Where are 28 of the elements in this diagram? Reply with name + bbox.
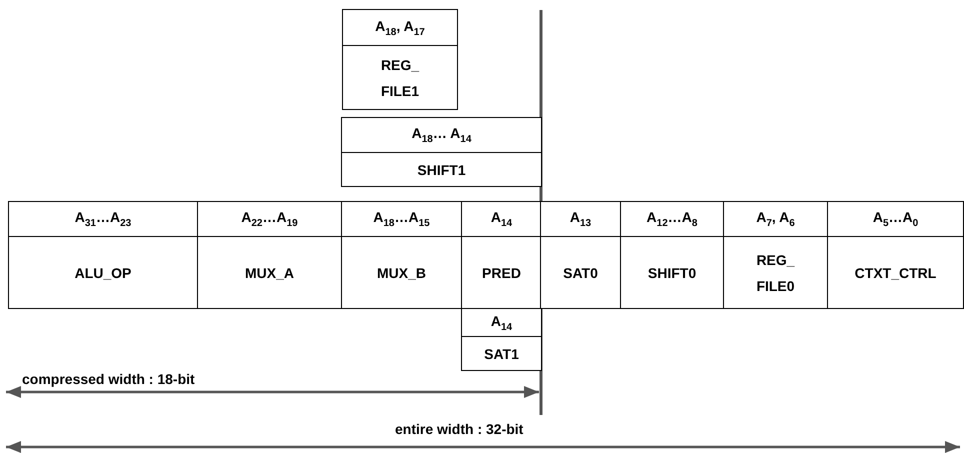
bit-field: [540, 201, 621, 309]
field-name: SHIFT1: [416, 160, 467, 180]
field-name: REG_ FILE1: [380, 56, 420, 100]
field-name: ALU_OP: [74, 264, 132, 282]
bit-range: A$_{14}$: [462, 309, 541, 337]
bit-field: [197, 201, 342, 309]
field-name: PRED: [481, 264, 522, 282]
width-label: compressed width : 18-bit: [22, 371, 195, 387]
bit-range: A$_{18}$… A$_{14}$: [342, 118, 541, 153]
field-name: MUX_B: [376, 264, 427, 282]
bit-field: [341, 201, 462, 309]
bit-field: [461, 201, 542, 309]
bit-range: A$_{18}$, A$_{17}$: [343, 10, 457, 46]
bit-field: [341, 117, 542, 187]
bit-field: [723, 201, 828, 309]
bit-field: [620, 201, 724, 309]
bit-range: A$_{5}$…A$_{0}$: [828, 202, 963, 237]
bit-field: [827, 201, 964, 309]
field-name: SHIFT0: [646, 264, 698, 282]
field-name: SAT0: [562, 264, 599, 282]
bit-field: [8, 201, 198, 309]
field-name: REG_ FILE0: [755, 250, 796, 296]
bit-field: [342, 9, 458, 110]
field-name: CTXT_CTRL: [854, 264, 938, 282]
field-name: MUX_A: [244, 264, 295, 282]
width-label: entire width : 32-bit: [395, 421, 524, 437]
bit-field: [461, 308, 542, 371]
field-name: SAT1: [483, 344, 520, 364]
